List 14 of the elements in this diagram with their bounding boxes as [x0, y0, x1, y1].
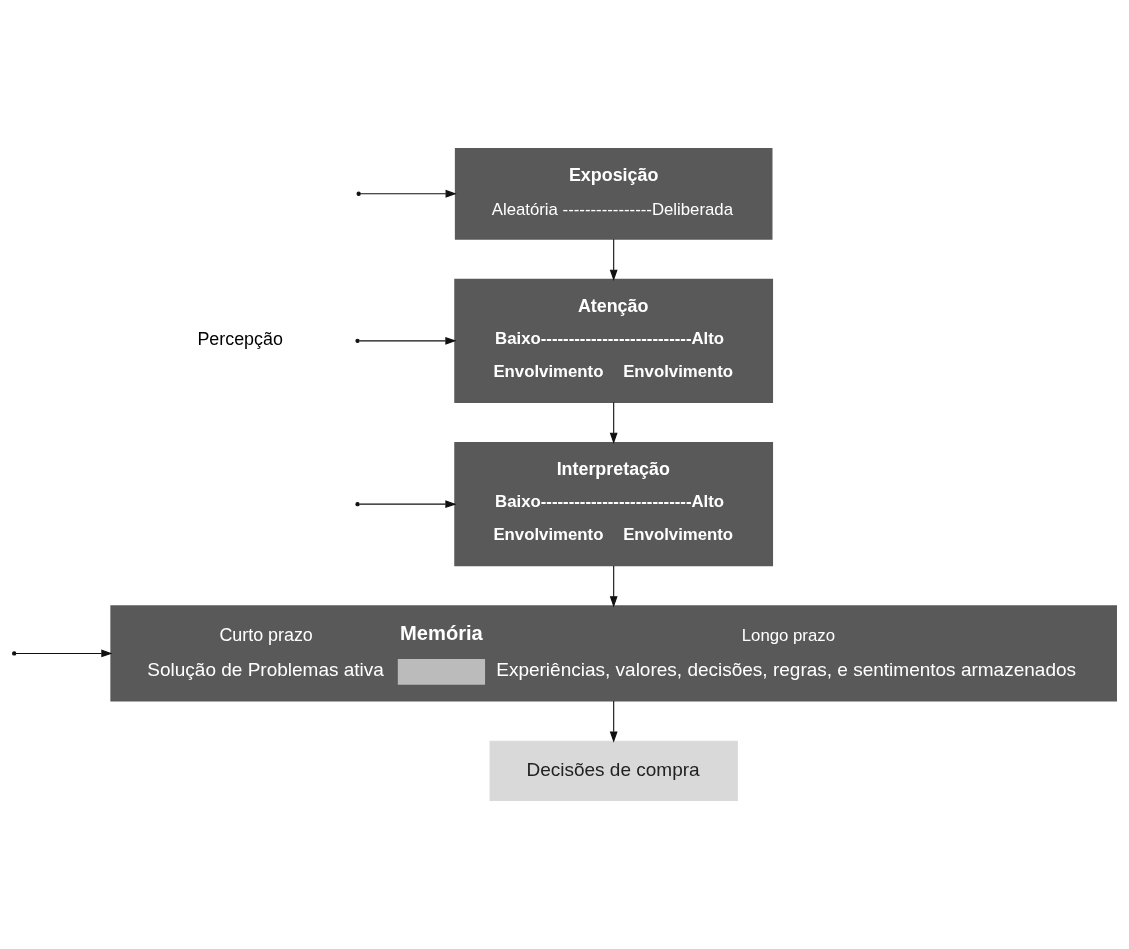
arrow	[609, 401, 618, 444]
arrow	[609, 700, 618, 743]
arrow	[609, 238, 618, 281]
node-box: Interpretação Baixo---------------------------Alto Envolvimento Envolvimento	[454, 442, 774, 567]
arrow	[359, 336, 457, 345]
node-box: Exposição Aleatória ----------------Deliberada	[454, 147, 773, 240]
arrow	[15, 649, 113, 658]
label: Percepção	[197, 329, 283, 350]
node-box: Atenção Baixo---------------------------Alto Envolvimento Envolvimento	[454, 278, 774, 403]
node-box: Curto prazo Memória Longo prazo Solução de Problemas ativa Experiências, valores, decisões, regras, e sentimentos armazenados	[110, 605, 1117, 702]
arrow	[609, 565, 618, 608]
node-box: Decisões de compra	[489, 740, 738, 802]
arrow	[360, 189, 457, 198]
arrow	[359, 500, 457, 509]
